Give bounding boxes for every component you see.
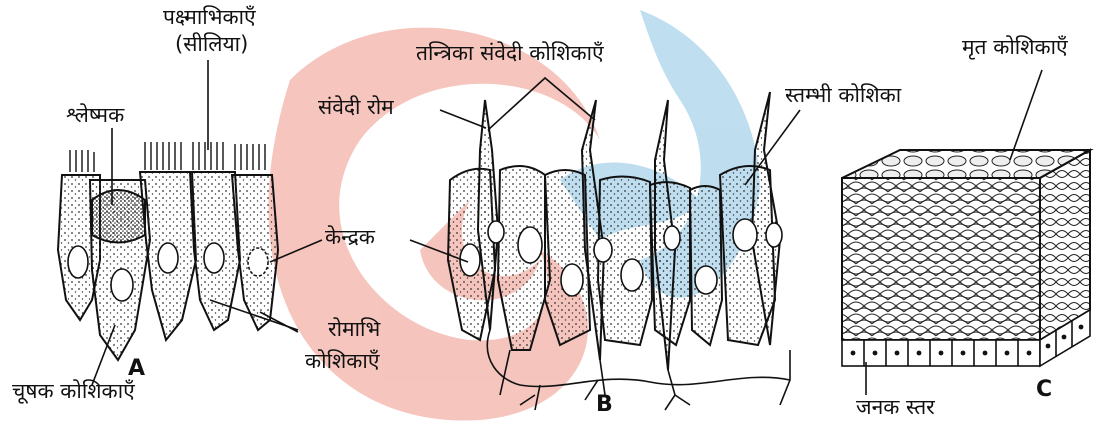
block-side: [1040, 150, 1090, 340]
label-ciliated-cells-line1: रोमाभि: [328, 318, 380, 341]
figure-letter-b: B: [596, 393, 613, 417]
label-sensory-hair: संवेदी रोम: [318, 96, 394, 119]
figure-letter-c: C: [1036, 378, 1052, 402]
block-front: [842, 178, 1040, 340]
label-dead-cells: मृत कोशिकाएँ: [962, 36, 1068, 59]
label-germinal-layer: जनक स्तर: [856, 396, 935, 419]
mucus-goblet: [92, 190, 145, 243]
label-nucleus: केन्द्रक: [325, 226, 375, 249]
label-cilia-alt: (सीलिया): [175, 33, 248, 56]
label-neurosensory-cells: तन्त्रिका संवेदी कोशिकाएँ: [416, 42, 604, 65]
figure-letter-a: A: [128, 357, 145, 381]
cilia-tufts: [70, 142, 265, 172]
label-ciliated-cells-line2: कोशिकाएँ: [305, 350, 379, 373]
label-cilia: पक्ष्माभिकाएँ: [163, 6, 256, 29]
cells-b: [448, 166, 775, 350]
label-mucus: श्लेष्मक: [66, 104, 124, 127]
label-absorptive-cells: चूषक कोशिकाएँ: [12, 380, 135, 403]
label-columnar-cell: स्तम्भी कोशिका: [785, 84, 901, 107]
figure-c-stratified-epithelium: [842, 70, 1090, 395]
